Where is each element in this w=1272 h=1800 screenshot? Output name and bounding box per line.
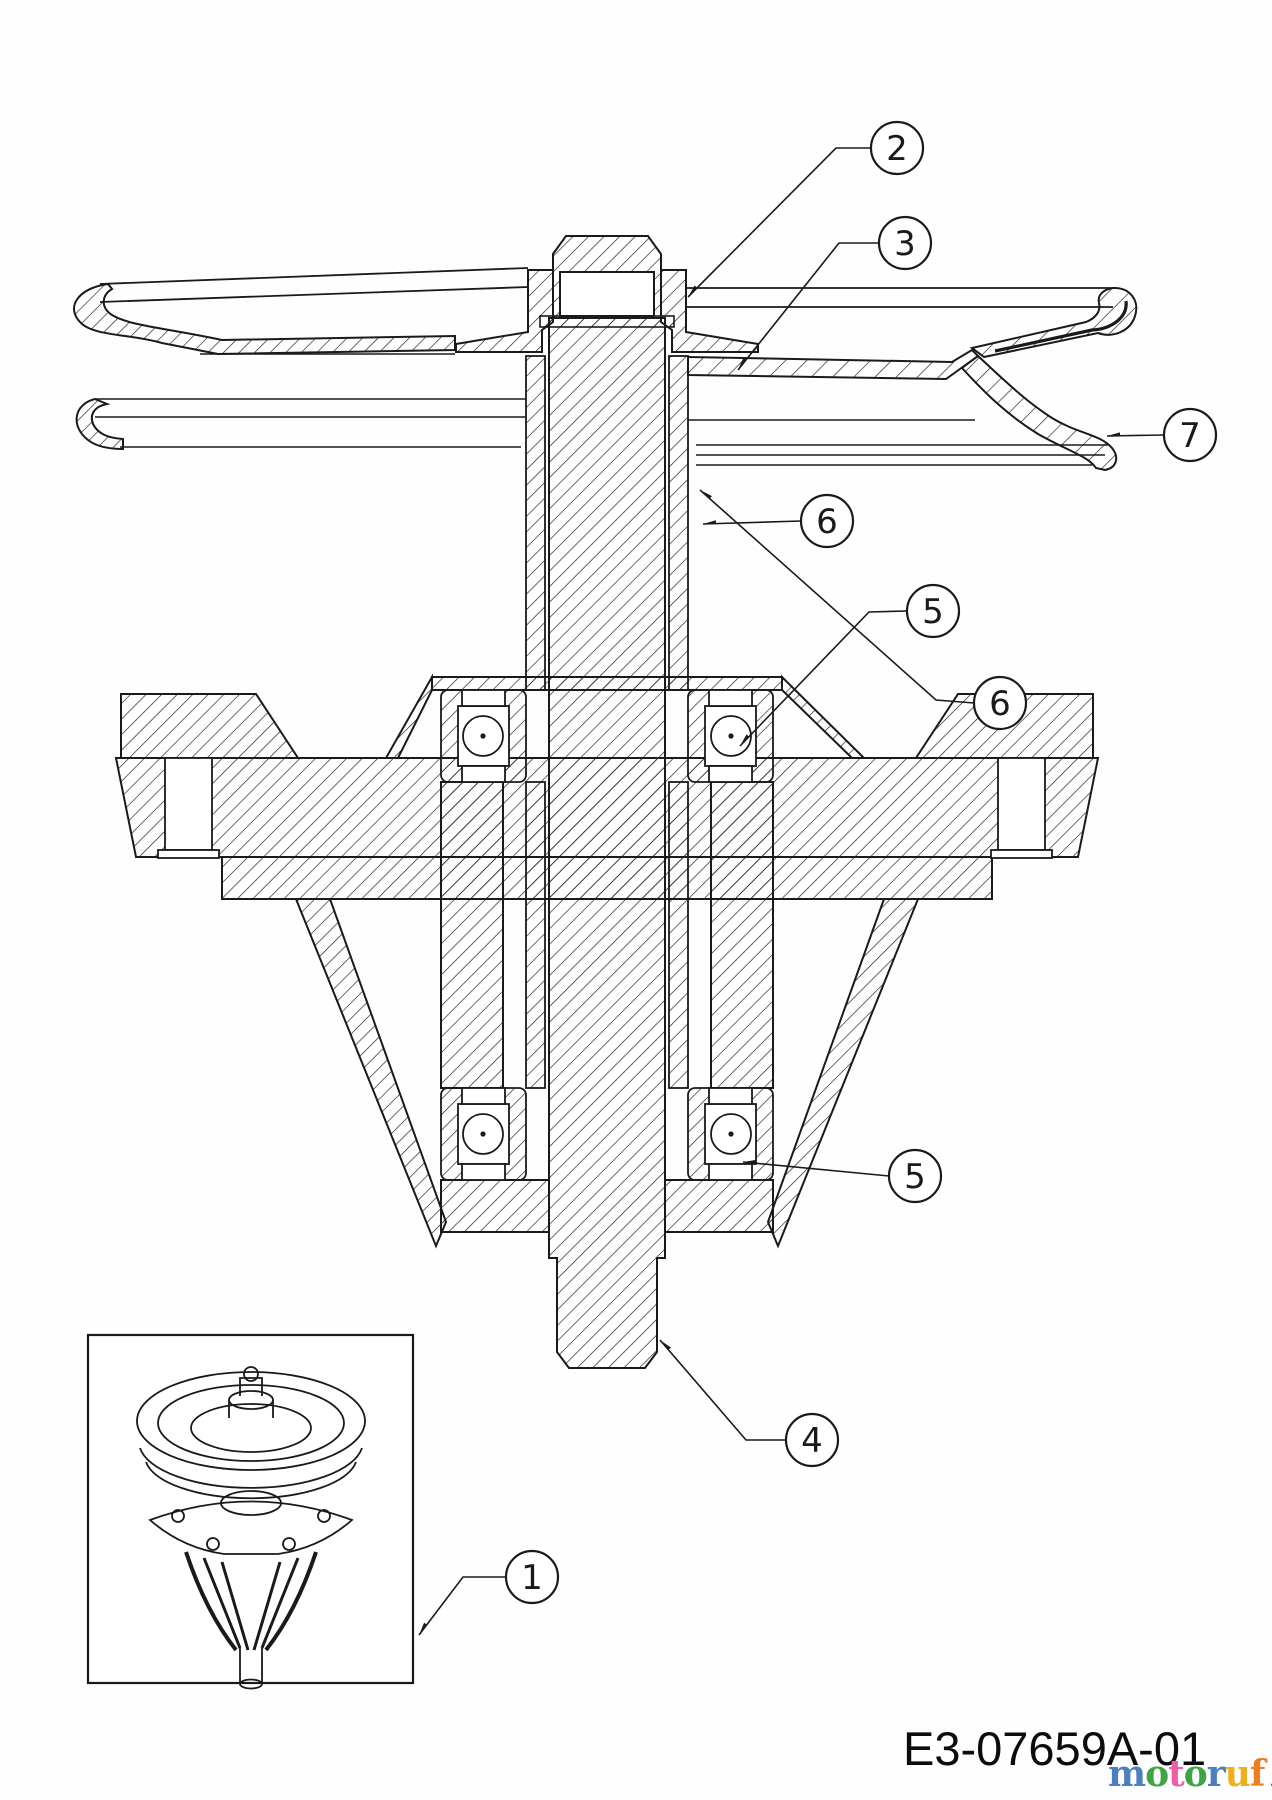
flange-tab-left	[120, 693, 300, 759]
callout-1: 1	[418, 1549, 560, 1636]
callout-6-upper: 6	[702, 493, 855, 549]
bearing-ball-center	[480, 1131, 486, 1137]
brand-watermark: motoruf·.de	[1108, 1756, 1272, 1792]
pulley-groove-accent	[994, 300, 1128, 353]
callouts: 2 3 7 6 5	[418, 120, 1218, 1636]
callout-number: 2	[886, 129, 908, 169]
brand-letter: o	[1145, 1753, 1169, 1795]
inset-3d-view	[136, 1366, 366, 1690]
brand-letter: o	[1183, 1753, 1208, 1795]
callout-circle	[905, 583, 961, 639]
boss-shoulder-right	[781, 674, 867, 759]
housing-flange	[114, 757, 1100, 858]
callout-3: 3	[737, 215, 933, 371]
pulley-right-upper-curl	[969, 286, 1138, 359]
callout-number: 4	[801, 1421, 823, 1461]
bolt-hole-right-washer	[990, 849, 1053, 859]
pulley-left-lower-curl	[75, 397, 124, 451]
callout-number: 6	[989, 684, 1011, 724]
callout-5-lower: 5	[742, 1148, 943, 1204]
nut-washer-face	[559, 271, 655, 317]
bolt-holes	[157, 757, 1053, 859]
callout-circle	[799, 493, 855, 549]
sleeve-upper-right	[668, 355, 689, 691]
pulley-left-lower-lines	[95, 353, 526, 448]
bearing-lower-right	[687, 1087, 774, 1181]
callout-circle	[784, 1412, 840, 1468]
sleeve-upper-left	[525, 355, 546, 691]
bolt-hole-right	[997, 757, 1046, 851]
callout-circle	[1162, 407, 1218, 463]
callout-number: 5	[922, 592, 944, 632]
pulley-left-lip	[73, 282, 456, 356]
bearing-ball-center	[728, 1131, 734, 1137]
brand-letter: f	[1249, 1753, 1265, 1795]
column-wall-right	[710, 781, 774, 1089]
inset-box-frame	[86, 1333, 415, 1685]
callout-number: 7	[1179, 416, 1201, 456]
callout-number: 6	[816, 502, 838, 542]
spindle-housing	[114, 673, 1100, 1249]
column-wall-left	[440, 781, 504, 1089]
boss-shoulder-left	[384, 673, 433, 759]
pulley-right-lower-curl	[960, 354, 1118, 472]
housing-flange-step	[221, 856, 993, 900]
callout-5-upper: 5	[739, 583, 961, 747]
bolt-hole-left-washer	[157, 849, 220, 859]
callout-circle	[887, 1148, 943, 1204]
callout-4: 4	[659, 1339, 840, 1468]
pulley-section	[73, 267, 1138, 472]
callout-6-lower: 6	[699, 489, 1028, 731]
callout-7: 7	[1106, 407, 1218, 463]
column-bottom-left	[440, 1179, 550, 1233]
bearing-ball-center	[728, 733, 734, 739]
callout-circle	[869, 120, 925, 176]
pulley-right-dish	[687, 348, 980, 381]
bearing-upper-left	[440, 689, 527, 783]
brand-letter: u	[1224, 1753, 1251, 1795]
bearing-upper-right	[687, 689, 774, 783]
bearing-ball-center	[480, 733, 486, 739]
brand-letter: m	[1108, 1753, 1146, 1795]
brand-suffix: .de	[1269, 1767, 1272, 1792]
callout-circle	[504, 1549, 560, 1605]
bearings	[440, 689, 774, 1181]
callout-circle	[972, 675, 1028, 731]
skirt-left	[294, 898, 448, 1249]
brand-letter: r	[1206, 1753, 1226, 1795]
callout-circle	[877, 215, 933, 271]
callout-number: 5	[904, 1157, 926, 1197]
callout-number: 1	[521, 1558, 543, 1598]
pulley-top-rim-lines	[99, 267, 1113, 308]
skirt-right	[766, 898, 920, 1249]
brand-dot: ·	[1264, 1755, 1269, 1770]
callout-2: 2	[687, 120, 925, 298]
inset-box	[86, 1333, 415, 1690]
bearing-boss-plate	[431, 676, 783, 691]
column-bottom-right	[664, 1179, 774, 1233]
bolt-hole-left	[164, 757, 213, 851]
spindle-nut	[539, 235, 675, 328]
bearing-lower-left	[440, 1087, 527, 1181]
callout-number: 3	[894, 224, 916, 264]
pulley-right-lower-lines	[688, 419, 1108, 466]
part-number: E3-07659A-01	[903, 1722, 1207, 1775]
hub-right-wing	[660, 269, 759, 353]
hub-left-wing	[455, 269, 554, 353]
brand-letter: t	[1168, 1753, 1185, 1795]
